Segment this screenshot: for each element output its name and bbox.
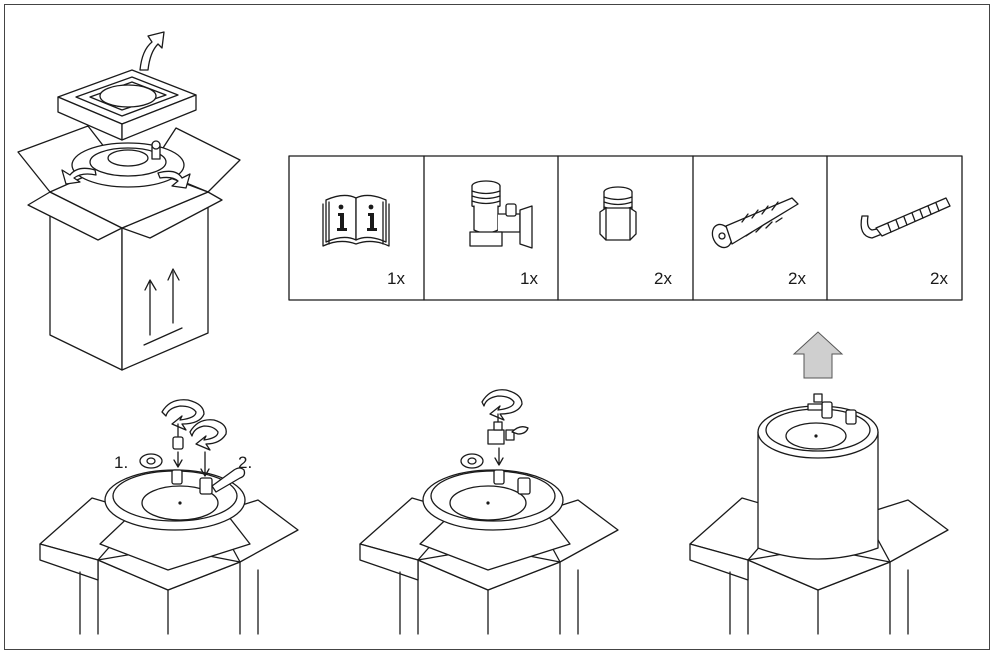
part-qty: 2x: [930, 269, 948, 288]
step-label-two: 2.: [238, 453, 252, 472]
manual-book-icon: [323, 195, 389, 246]
pipe-fitting-icon: [600, 187, 636, 240]
safety-valve-icon: [470, 181, 532, 248]
part-qty: 2x: [788, 269, 806, 288]
part-qty: 1x: [520, 269, 538, 288]
parts-table: 1x 1x 2x: [289, 156, 962, 300]
hook-screw-icon: [861, 198, 950, 238]
part-qty: 2x: [654, 269, 672, 288]
wall-plug-icon: [709, 198, 798, 251]
step-one-illustration: 1. 2.: [40, 400, 298, 634]
unpacking-box-illustration: [18, 32, 240, 370]
part-qty: 1x: [387, 269, 405, 288]
step-two-illustration: [360, 390, 618, 634]
step-label-one: 1.: [114, 453, 128, 472]
step-three-illustration: [690, 332, 948, 634]
lift-up-arrow-icon: [794, 332, 842, 378]
